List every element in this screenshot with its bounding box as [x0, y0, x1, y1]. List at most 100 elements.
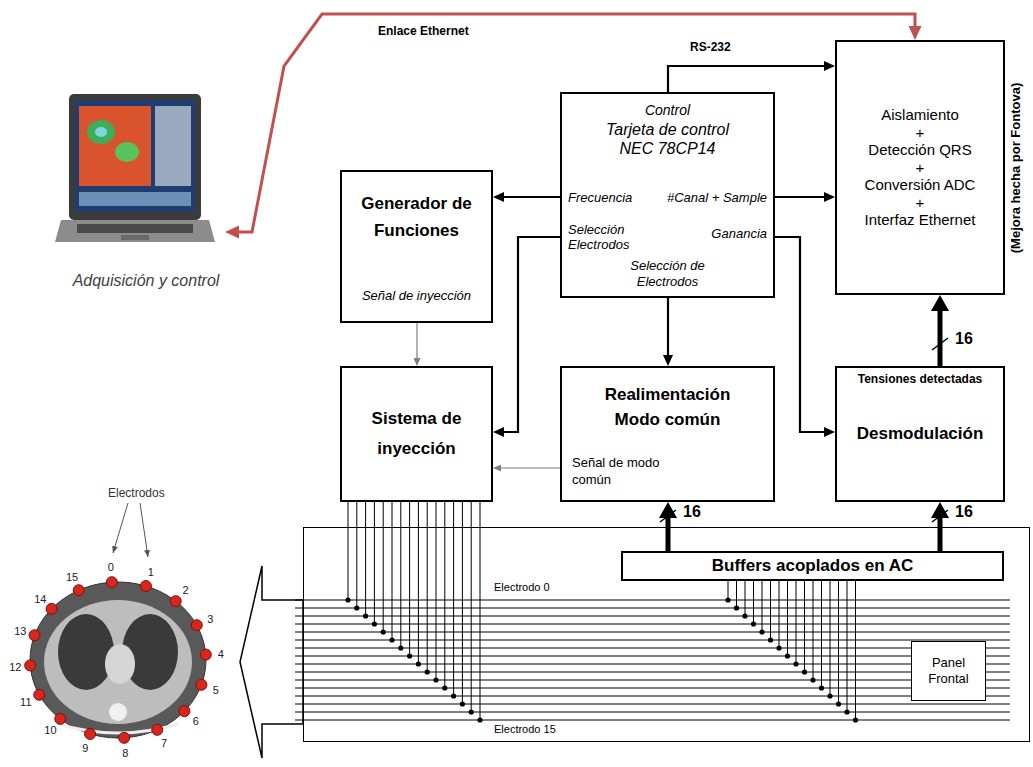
- box-title: Desmodulación: [837, 424, 1003, 444]
- wire-label: Electrodo 15: [494, 723, 556, 735]
- electrode-line: [295, 696, 1010, 697]
- electrode-line: [295, 656, 1010, 657]
- buffer-wire: [830, 580, 831, 696]
- junction-dot: [819, 685, 824, 690]
- junction-dot: [442, 685, 447, 690]
- electrode-number: 6: [193, 716, 199, 727]
- electrode-dot: [106, 577, 117, 588]
- injection-wire: [409, 502, 410, 656]
- electrode-dot: [119, 732, 130, 743]
- buffer-wire: [728, 580, 729, 600]
- junction-dot: [381, 629, 386, 634]
- electrode-dots: [25, 577, 212, 744]
- electrode-number: 10: [44, 725, 56, 736]
- junction-dot: [407, 653, 412, 658]
- laptop-node: Adquisición y control: [55, 92, 225, 298]
- connector: [504, 237, 560, 432]
- box-title: Realimentación Modo común: [592, 382, 743, 432]
- electrode-dot: [200, 649, 211, 660]
- port-label: Selección Electrodos: [568, 222, 648, 252]
- buffer-wire: [813, 580, 814, 680]
- spine: [109, 703, 127, 721]
- heart: [105, 644, 135, 684]
- process-box: Sistema de inyección: [340, 366, 493, 502]
- signal-label: Señal de modo común: [572, 454, 676, 488]
- junction-dot: [827, 693, 832, 698]
- junction-dot: [793, 661, 798, 666]
- laptop-illustration: [55, 92, 215, 252]
- junction-dot: [734, 605, 739, 610]
- electrode-number: 7: [161, 738, 167, 749]
- electrode-wires: [295, 502, 1010, 723]
- electrode-dot: [196, 679, 207, 690]
- electrode-line: [295, 688, 1010, 689]
- junction-dot: [345, 597, 350, 602]
- electrode-number: 2: [183, 584, 189, 595]
- buffer-wire: [796, 580, 797, 664]
- laptop-base: [55, 220, 215, 242]
- connector-label: 16: [683, 503, 701, 521]
- buffer-wire: [745, 580, 746, 616]
- connector: [667, 298, 669, 355]
- junction-dot: [460, 701, 465, 706]
- junction-dot: [425, 669, 430, 674]
- injection-wire: [400, 502, 401, 648]
- image-blob: [115, 142, 139, 162]
- electrode-number: 5: [213, 684, 219, 695]
- junction-dot: [363, 613, 368, 618]
- process-box: Tensiones detectadasDesmodulación: [835, 366, 1005, 502]
- laptop-caption: Adquisición y control: [67, 272, 225, 290]
- connector-label: 16: [955, 503, 973, 521]
- junction-dot: [451, 693, 456, 698]
- electrode-number: 12: [9, 661, 21, 672]
- electrode-dot: [29, 630, 40, 641]
- injection-wire: [356, 502, 357, 608]
- box-title: Generador de Funciones: [346, 190, 487, 244]
- control-board: ControlTarjeta de control NEC 78CP14Frec…: [560, 92, 775, 298]
- thorax-illustration: [30, 582, 206, 738]
- port-label: Frecuencia: [568, 190, 632, 205]
- control-panel: [155, 106, 191, 186]
- junction-dot: [853, 717, 858, 722]
- isolation-box: Aislamiento+Detección QRS+Conversión ADC…: [835, 40, 1005, 295]
- electrode-number: 15: [66, 571, 78, 582]
- electrode-number: 3: [207, 613, 213, 624]
- image-panel: [79, 106, 151, 186]
- junction-dot: [433, 677, 438, 682]
- injection-wire: [444, 502, 445, 688]
- port-label: Ganancia: [711, 226, 767, 241]
- thorax-tissue: [44, 600, 192, 724]
- leader-line: [140, 503, 148, 557]
- junction-dot: [389, 637, 394, 642]
- injection-wire: [392, 502, 393, 640]
- process-box: Realimentación Modo comúnSeñal de modo c…: [560, 366, 775, 502]
- hollow-arrow: [240, 566, 303, 758]
- buffer-wire: [770, 580, 771, 640]
- buffer-wire: [855, 580, 856, 720]
- junction-dot: [372, 621, 377, 626]
- connector: [668, 66, 824, 92]
- box-title: Sistema de inyección: [346, 404, 487, 464]
- electrode-number: 0: [108, 562, 114, 573]
- electrode-number: 8: [122, 747, 128, 758]
- connector: [666, 518, 671, 551]
- junction-dot: [844, 709, 849, 714]
- junction-dot: [810, 677, 815, 682]
- front-panel-box: Panel Frontal: [911, 641, 986, 701]
- laptop-touchpad: [121, 235, 149, 240]
- lung: [58, 614, 114, 690]
- junction-dot: [477, 717, 482, 722]
- electrode-line: [295, 680, 1010, 681]
- port-label: Selección de Electrodos: [612, 258, 723, 290]
- electrode-caption: Electrodos: [108, 486, 165, 500]
- electrode-line: [295, 616, 1010, 617]
- thorax-outline: [30, 582, 206, 738]
- junction-dot: [742, 613, 747, 618]
- injection-wire: [383, 502, 384, 632]
- box-title: Buffers acoplados en AC: [712, 556, 914, 576]
- electrode-line: [295, 608, 1010, 609]
- electrode-dot: [25, 660, 36, 671]
- electrode-dot: [85, 728, 96, 739]
- port-label: #Canal + Sample: [667, 190, 767, 205]
- laptop-bezel: [69, 94, 201, 220]
